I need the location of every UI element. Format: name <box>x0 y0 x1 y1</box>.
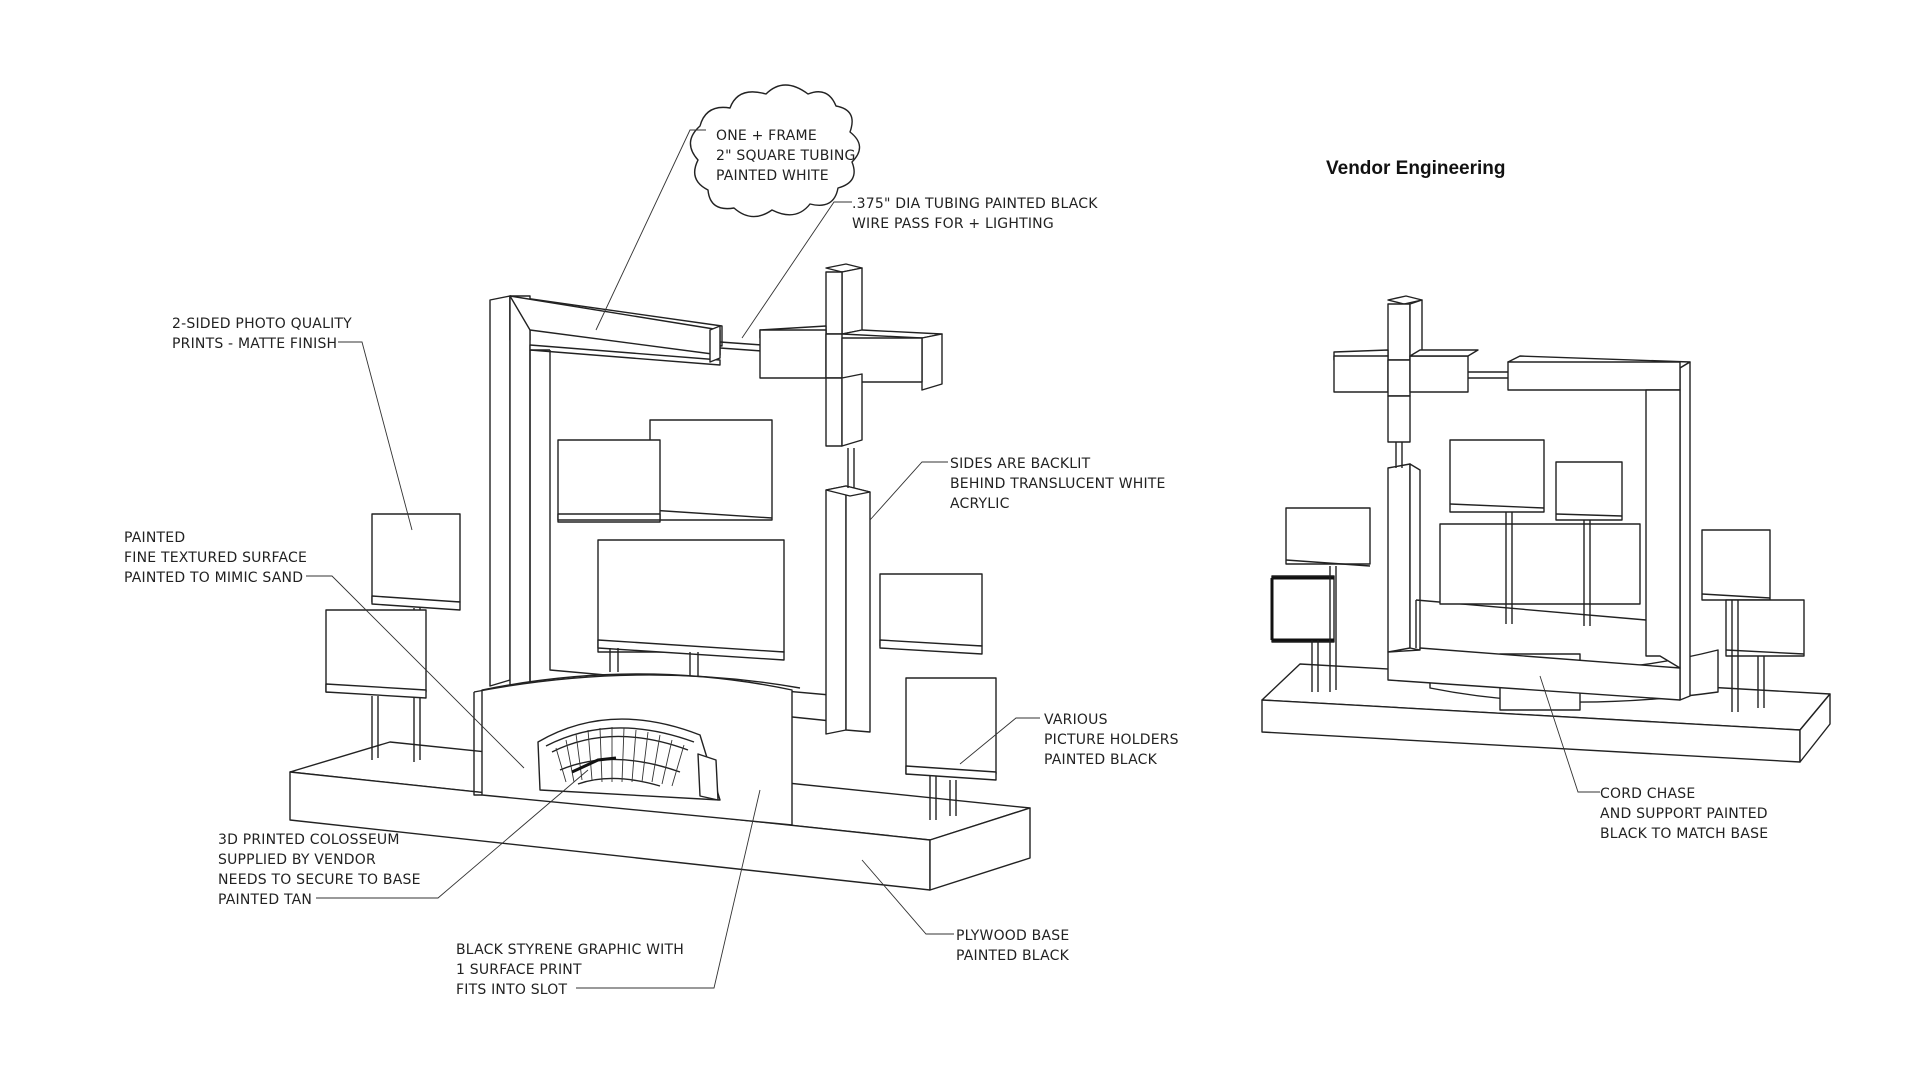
colosseum-model <box>537 718 721 801</box>
callout-tubing-line: WIRE PASS FOR + LIGHTING <box>852 216 1054 232</box>
callout-cord: CORD CHASE AND SUPPORT PAINTED BLACK TO … <box>1600 786 1772 842</box>
callout-colosseum: 3D PRINTED COLOSSEUM SUPPLIED BY VENDOR … <box>218 832 425 908</box>
front-assembly: ONE + FRAME 2" SQUARE TUBING PAINTED WHI… <box>124 84 1183 998</box>
callout-colosseum-line: PAINTED TAN <box>218 892 312 908</box>
callout-painted-line: FINE TEXTURED SURFACE <box>124 550 307 566</box>
callout-prints: 2-SIDED PHOTO QUALITY PRINTS - MATTE FIN… <box>172 316 357 352</box>
cross-light <box>759 263 943 447</box>
callout-plywood: PLYWOOD BASE PAINTED BLACK <box>956 928 1074 964</box>
callout-tubing-line: .375" DIA TUBING PAINTED BLACK <box>852 196 1098 212</box>
callout-styrene-line: BLACK STYRENE GRAPHIC WITH <box>456 942 684 958</box>
callout-backlit-line: ACRYLIC <box>950 496 1010 512</box>
callout-backlit-line: SIDES ARE BACKLIT <box>950 456 1091 472</box>
cord-leader <box>1539 675 1600 793</box>
callout-colosseum-line: 3D PRINTED COLOSSEUM <box>218 832 400 848</box>
callout-painted-line: PAINTED <box>124 530 185 546</box>
callout-styrene-line: FITS INTO SLOT <box>456 982 568 998</box>
square-tubing-frame <box>489 295 871 735</box>
wire-pass-tubing <box>719 341 855 488</box>
leader-lines <box>306 129 1040 989</box>
callout-painted: PAINTED FINE TEXTURED SURFACE PAINTED TO… <box>124 530 312 586</box>
callout-cord-line: AND SUPPORT PAINTED <box>1600 806 1768 822</box>
callout-backlit: SIDES ARE BACKLIT BEHIND TRANSLUCENT WHI… <box>950 456 1170 512</box>
callout-backlit-line: BEHIND TRANSLUCENT WHITE <box>950 476 1166 492</box>
left-picture-holders <box>325 513 461 762</box>
revision-cloud <box>689 84 861 218</box>
callout-plywood-line: PLYWOOD BASE <box>956 928 1069 944</box>
callout-plywood-line: PAINTED BLACK <box>956 948 1070 964</box>
callout-holders-line: VARIOUS <box>1044 712 1108 728</box>
callout-holders-line: PICTURE HOLDERS <box>1044 732 1179 748</box>
callout-prints-line: 2-SIDED PHOTO QUALITY <box>172 316 352 332</box>
callout-frame: ONE + FRAME 2" SQUARE TUBING PAINTED WHI… <box>716 128 860 184</box>
inner-picture-holders <box>557 419 785 676</box>
callout-styrene-line: 1 SURFACE PRINT <box>456 962 582 978</box>
callout-frame-line: ONE + FRAME <box>716 128 817 144</box>
callout-cord-line: BLACK TO MATCH BASE <box>1600 826 1768 842</box>
callout-colosseum-line: SUPPLIED BY VENDOR <box>218 852 376 868</box>
callout-prints-line: PRINTS - MATTE FINISH <box>172 336 337 352</box>
callout-colosseum-line: NEEDS TO SECURE TO BASE <box>218 872 421 888</box>
callout-frame-line: PAINTED WHITE <box>716 168 829 184</box>
page-title: Vendor Engineering <box>1326 158 1505 179</box>
callout-cord-line: CORD CHASE <box>1600 786 1695 802</box>
callout-painted-line: PAINTED TO MIMIC SAND <box>124 570 303 586</box>
callout-holders: VARIOUS PICTURE HOLDERS PAINTED BLACK <box>1044 712 1183 768</box>
rear-assembly: CORD CHASE AND SUPPORT PAINTED BLACK TO … <box>1261 295 1831 842</box>
right-picture-holders <box>879 573 997 820</box>
callout-frame-line: 2" SQUARE TUBING <box>716 148 856 164</box>
callout-tubing: .375" DIA TUBING PAINTED BLACK WIRE PASS… <box>852 196 1102 232</box>
callout-holders-line: PAINTED BLACK <box>1044 752 1158 768</box>
callout-styrene: BLACK STYRENE GRAPHIC WITH 1 SURFACE PRI… <box>456 942 689 998</box>
